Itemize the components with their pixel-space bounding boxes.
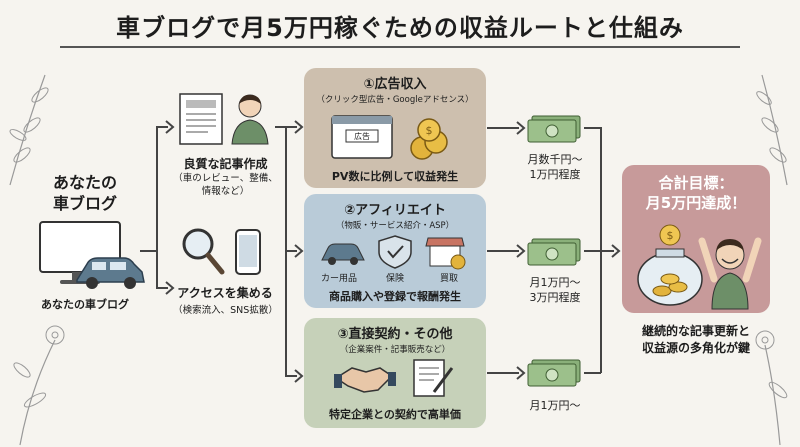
money-bills-icon xyxy=(527,359,581,387)
connector-line xyxy=(156,126,158,288)
blog-heading-line1: あなたの xyxy=(52,173,117,192)
route3-title: ③直接契約・その他 xyxy=(337,327,453,342)
route-box-direct-contract: ③直接契約・その他 （企業案件・記事販売など） 特定企業との契約で高単価 xyxy=(304,318,486,428)
step2-subtitle: （検索流入、SNS拡散） xyxy=(173,305,278,316)
leaf-decoration-top-right xyxy=(756,74,788,186)
connector-line xyxy=(584,372,601,374)
car-goods-icon xyxy=(321,243,365,265)
step1-subtitle: （車のレビュー、整備、 情報など） xyxy=(163,172,288,198)
affiliate-icon-label-car: カー用品 xyxy=(320,274,357,284)
connector-line xyxy=(156,126,168,128)
arrow-head-icon xyxy=(165,120,175,134)
goal-caption: 継続的な記事更新と 収益源の多角化が鍵 xyxy=(615,323,777,357)
svg-text:$: $ xyxy=(426,124,433,137)
route2-amount-line1: 月1万円～ xyxy=(529,276,581,289)
connector-line xyxy=(156,287,168,289)
route2-amount: 月1万円～ 3万円程度 xyxy=(510,275,600,305)
shield-check-icon xyxy=(378,235,412,269)
connector-line xyxy=(275,126,286,128)
arrow-head-icon xyxy=(165,281,175,295)
goal-line2: 月5万円達成！ xyxy=(645,194,747,212)
money-bills-icon xyxy=(527,115,581,143)
ad-browser-coins-icon: $ xyxy=(331,115,448,160)
arrow-head-icon xyxy=(516,121,526,135)
ad-label: 広告 xyxy=(354,132,370,141)
route3-subtitle: （企業案件・記事販売など） xyxy=(339,345,451,355)
arrow-head-icon xyxy=(516,366,526,380)
route2-description: 商品購入や登録で報酬発生 xyxy=(329,290,461,303)
route1-amount: 月数千円～ 1万円程度 xyxy=(510,152,600,182)
blog-heading-line2: 車ブログ xyxy=(52,194,117,213)
arrow-head-icon xyxy=(294,120,304,134)
route2-title: ②アフィリエイト xyxy=(344,203,446,218)
arrow-head-icon xyxy=(516,244,526,258)
page-title: 車ブログで月5万円稼ぐための収益ルートと仕組み xyxy=(116,14,684,42)
connector-line xyxy=(584,250,614,252)
affiliate-icon-label-insurance: 保険 xyxy=(385,274,404,284)
affiliate-icons xyxy=(321,235,466,270)
leaf-decoration-top-left xyxy=(9,74,49,186)
goal-caption-line1: 継続的な記事更新と xyxy=(641,324,750,338)
goal-box: 合計目標： 月5万円達成！ $ xyxy=(622,165,770,313)
arrow-head-icon xyxy=(611,244,621,258)
route1-title: ①広告収入 xyxy=(363,77,427,92)
route1-amount-line1: 月数千円～ xyxy=(527,153,583,166)
connector-line xyxy=(285,126,297,128)
route3-amount: 月1万円～ xyxy=(510,398,600,413)
route1-amount-line2: 1万円程度 xyxy=(529,168,581,181)
store-icon xyxy=(425,237,466,270)
flower-decoration-bottom-left xyxy=(13,325,65,446)
affiliate-icon-label-buyback: 買取 xyxy=(439,274,458,284)
connector-line xyxy=(285,250,297,252)
goal-line1: 合計目標： xyxy=(658,174,734,192)
step1-subtitle-line2: 情報など） xyxy=(201,186,250,197)
step1-subtitle-line1: （車のレビュー、整備、 xyxy=(173,173,278,184)
blog-heading: あなたの 車ブログ xyxy=(30,172,140,214)
newspaper-writer-icon xyxy=(179,93,269,145)
route3-amount-line1: 月1万円～ xyxy=(529,399,581,412)
step2-title: アクセスを集める xyxy=(177,286,273,300)
route1-subtitle: （クリック型広告・Googleアドセンス） xyxy=(316,95,474,105)
coin-jar-celebrate-icon: $ xyxy=(637,224,762,310)
route-box-ad-revenue: ①広告収入 （クリック型広告・Googleアドセンス） $ 広告 PV数に比例し… xyxy=(304,68,486,188)
connector-line xyxy=(285,375,297,377)
blog-caption: あなたの車ブログ xyxy=(41,298,129,311)
flower-decoration-bottom-right xyxy=(755,330,788,446)
connector-line xyxy=(140,250,157,252)
route2-subtitle: （物販・サービス紹介・ASP） xyxy=(335,221,455,231)
connector-line xyxy=(487,250,519,252)
magnifier-phone-icon xyxy=(182,228,261,275)
connector-line xyxy=(584,127,601,129)
computer-car-icon xyxy=(39,221,145,289)
goal-caption-line2: 収益源の多角化が鍵 xyxy=(641,341,750,355)
connector-line xyxy=(487,127,519,129)
route1-description: PV数に比例して収益発生 xyxy=(331,170,459,183)
arrow-head-icon xyxy=(294,369,304,383)
svg-text:$: $ xyxy=(667,229,674,242)
connector-line xyxy=(487,372,519,374)
route-box-affiliate: ②アフィリエイト （物販・サービス紹介・ASP） カー用品 保険 買取 商品購入… xyxy=(304,194,486,308)
money-bills-icon xyxy=(527,238,581,266)
route3-description: 特定企業との契約で高単価 xyxy=(329,408,461,421)
goal-text: 合計目標： 月5万円達成！ xyxy=(622,173,770,213)
step1-title: 良質な記事作成 xyxy=(183,157,268,171)
title-divider xyxy=(60,46,740,48)
handshake-contract-icon xyxy=(334,359,454,397)
route2-amount-line2: 3万円程度 xyxy=(529,291,581,304)
arrow-head-icon xyxy=(294,244,304,258)
